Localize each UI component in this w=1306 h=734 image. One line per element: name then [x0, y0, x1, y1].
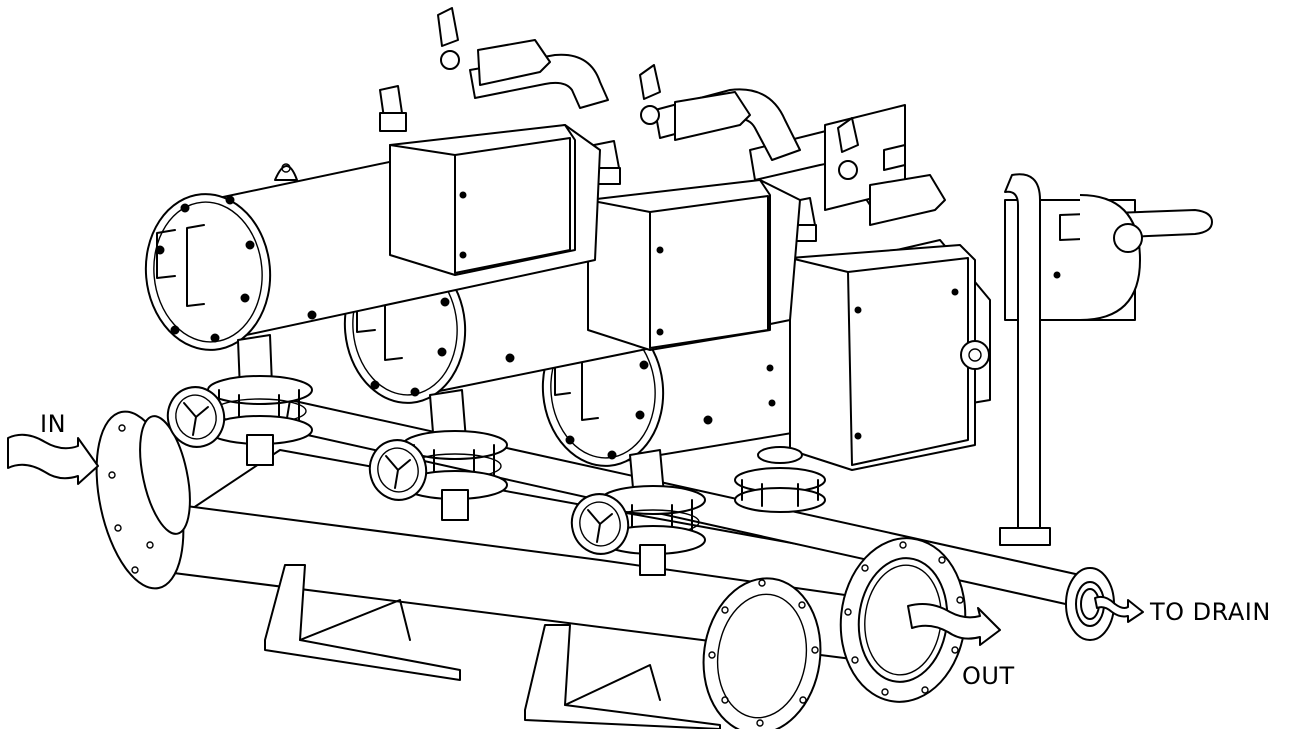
inlet-arrow [7, 433, 99, 485]
filter-unit-1 [144, 7, 609, 466]
outlet-arrow [907, 603, 1001, 646]
filter-unit-2 [343, 64, 801, 521]
outlet-flange [839, 537, 967, 703]
drain-arrow [1094, 595, 1144, 623]
drain-manifold [999, 173, 1213, 546]
drain-label: TO DRAIN [1149, 598, 1271, 626]
outlet-label: OUT [962, 662, 1015, 690]
support-frame [264, 564, 721, 730]
inlet-flange [95, 410, 191, 590]
inlet-label: IN [40, 410, 66, 438]
